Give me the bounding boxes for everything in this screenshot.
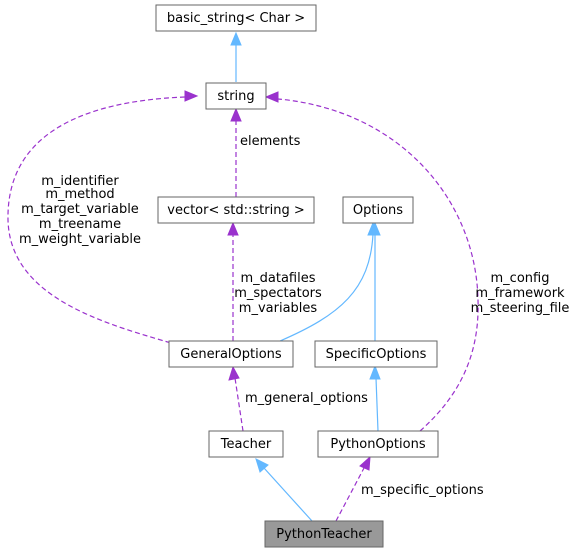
label-m-method: m_method bbox=[45, 187, 114, 202]
edge-python-options-specific-options bbox=[369, 364, 381, 432]
edge-label-general-options: m_general_options bbox=[245, 391, 368, 406]
edge-label-general-to-string: m_identifier m_method m_target_variable … bbox=[19, 174, 141, 247]
edge-teacher-general-options bbox=[228, 365, 244, 432]
label-m-identifier: m_identifier bbox=[41, 174, 119, 189]
label-m-specific-options: m_specific_options bbox=[361, 483, 484, 498]
node-options[interactable]: Options bbox=[342, 196, 414, 224]
node-vector-string[interactable]: vector< std::string > bbox=[157, 196, 315, 224]
edge-string-basic-string bbox=[230, 31, 242, 82]
edge-general-options-vector bbox=[227, 221, 239, 341]
node-python-options-label: PythonOptions bbox=[330, 437, 425, 452]
edge-label-elements: elements bbox=[240, 134, 301, 149]
edge-specific-options-options bbox=[369, 221, 381, 341]
node-teacher-label: Teacher bbox=[220, 437, 272, 452]
edge-python-options-string bbox=[264, 91, 479, 432]
node-options-label: Options bbox=[353, 203, 403, 218]
label-m-datafiles: m_datafiles bbox=[240, 271, 315, 286]
node-basic-string[interactable]: basic_string< Char > bbox=[155, 4, 317, 32]
label-m-general-options: m_general_options bbox=[245, 391, 368, 406]
node-teacher[interactable]: Teacher bbox=[208, 430, 284, 458]
label-elements: elements bbox=[240, 134, 301, 149]
node-basic-string-label: basic_string< Char > bbox=[167, 11, 305, 26]
node-string[interactable]: string bbox=[205, 82, 267, 110]
edge-label-general-to-vector: m_datafiles m_spectators m_variables bbox=[234, 271, 322, 316]
edge-label-specific-options: m_specific_options bbox=[361, 483, 484, 498]
edge-vector-string bbox=[230, 107, 242, 197]
node-general-options[interactable]: GeneralOptions bbox=[168, 340, 294, 368]
node-specific-options-label: SpecificOptions bbox=[326, 347, 427, 362]
edge-general-options-string bbox=[7, 90, 199, 346]
node-python-teacher-label: PythonTeacher bbox=[276, 527, 372, 542]
edge-python-teacher-teacher bbox=[255, 458, 313, 522]
label-m-weight-variable: m_weight_variable bbox=[19, 232, 141, 247]
node-general-options-label: GeneralOptions bbox=[180, 347, 282, 362]
label-m-target-variable: m_target_variable bbox=[21, 202, 139, 217]
label-m-framework: m_framework bbox=[475, 286, 565, 301]
node-string-label: string bbox=[217, 89, 254, 104]
edge-python-teacher-python-options bbox=[335, 455, 371, 522]
label-m-variables: m_variables bbox=[239, 301, 318, 316]
label-m-treename: m_treename bbox=[39, 217, 121, 232]
node-specific-options[interactable]: SpecificOptions bbox=[314, 340, 438, 368]
label-m-config: m_config bbox=[491, 271, 550, 286]
node-vector-string-label: vector< std::string > bbox=[167, 203, 304, 218]
label-m-steering-file: m_steering_file bbox=[471, 301, 570, 316]
node-python-teacher[interactable]: PythonTeacher bbox=[264, 520, 384, 548]
node-python-options[interactable]: PythonOptions bbox=[317, 430, 439, 458]
edge-label-python-options-to-string: m_config m_framework m_steering_file bbox=[471, 271, 570, 316]
label-m-spectators: m_spectators bbox=[234, 286, 322, 301]
